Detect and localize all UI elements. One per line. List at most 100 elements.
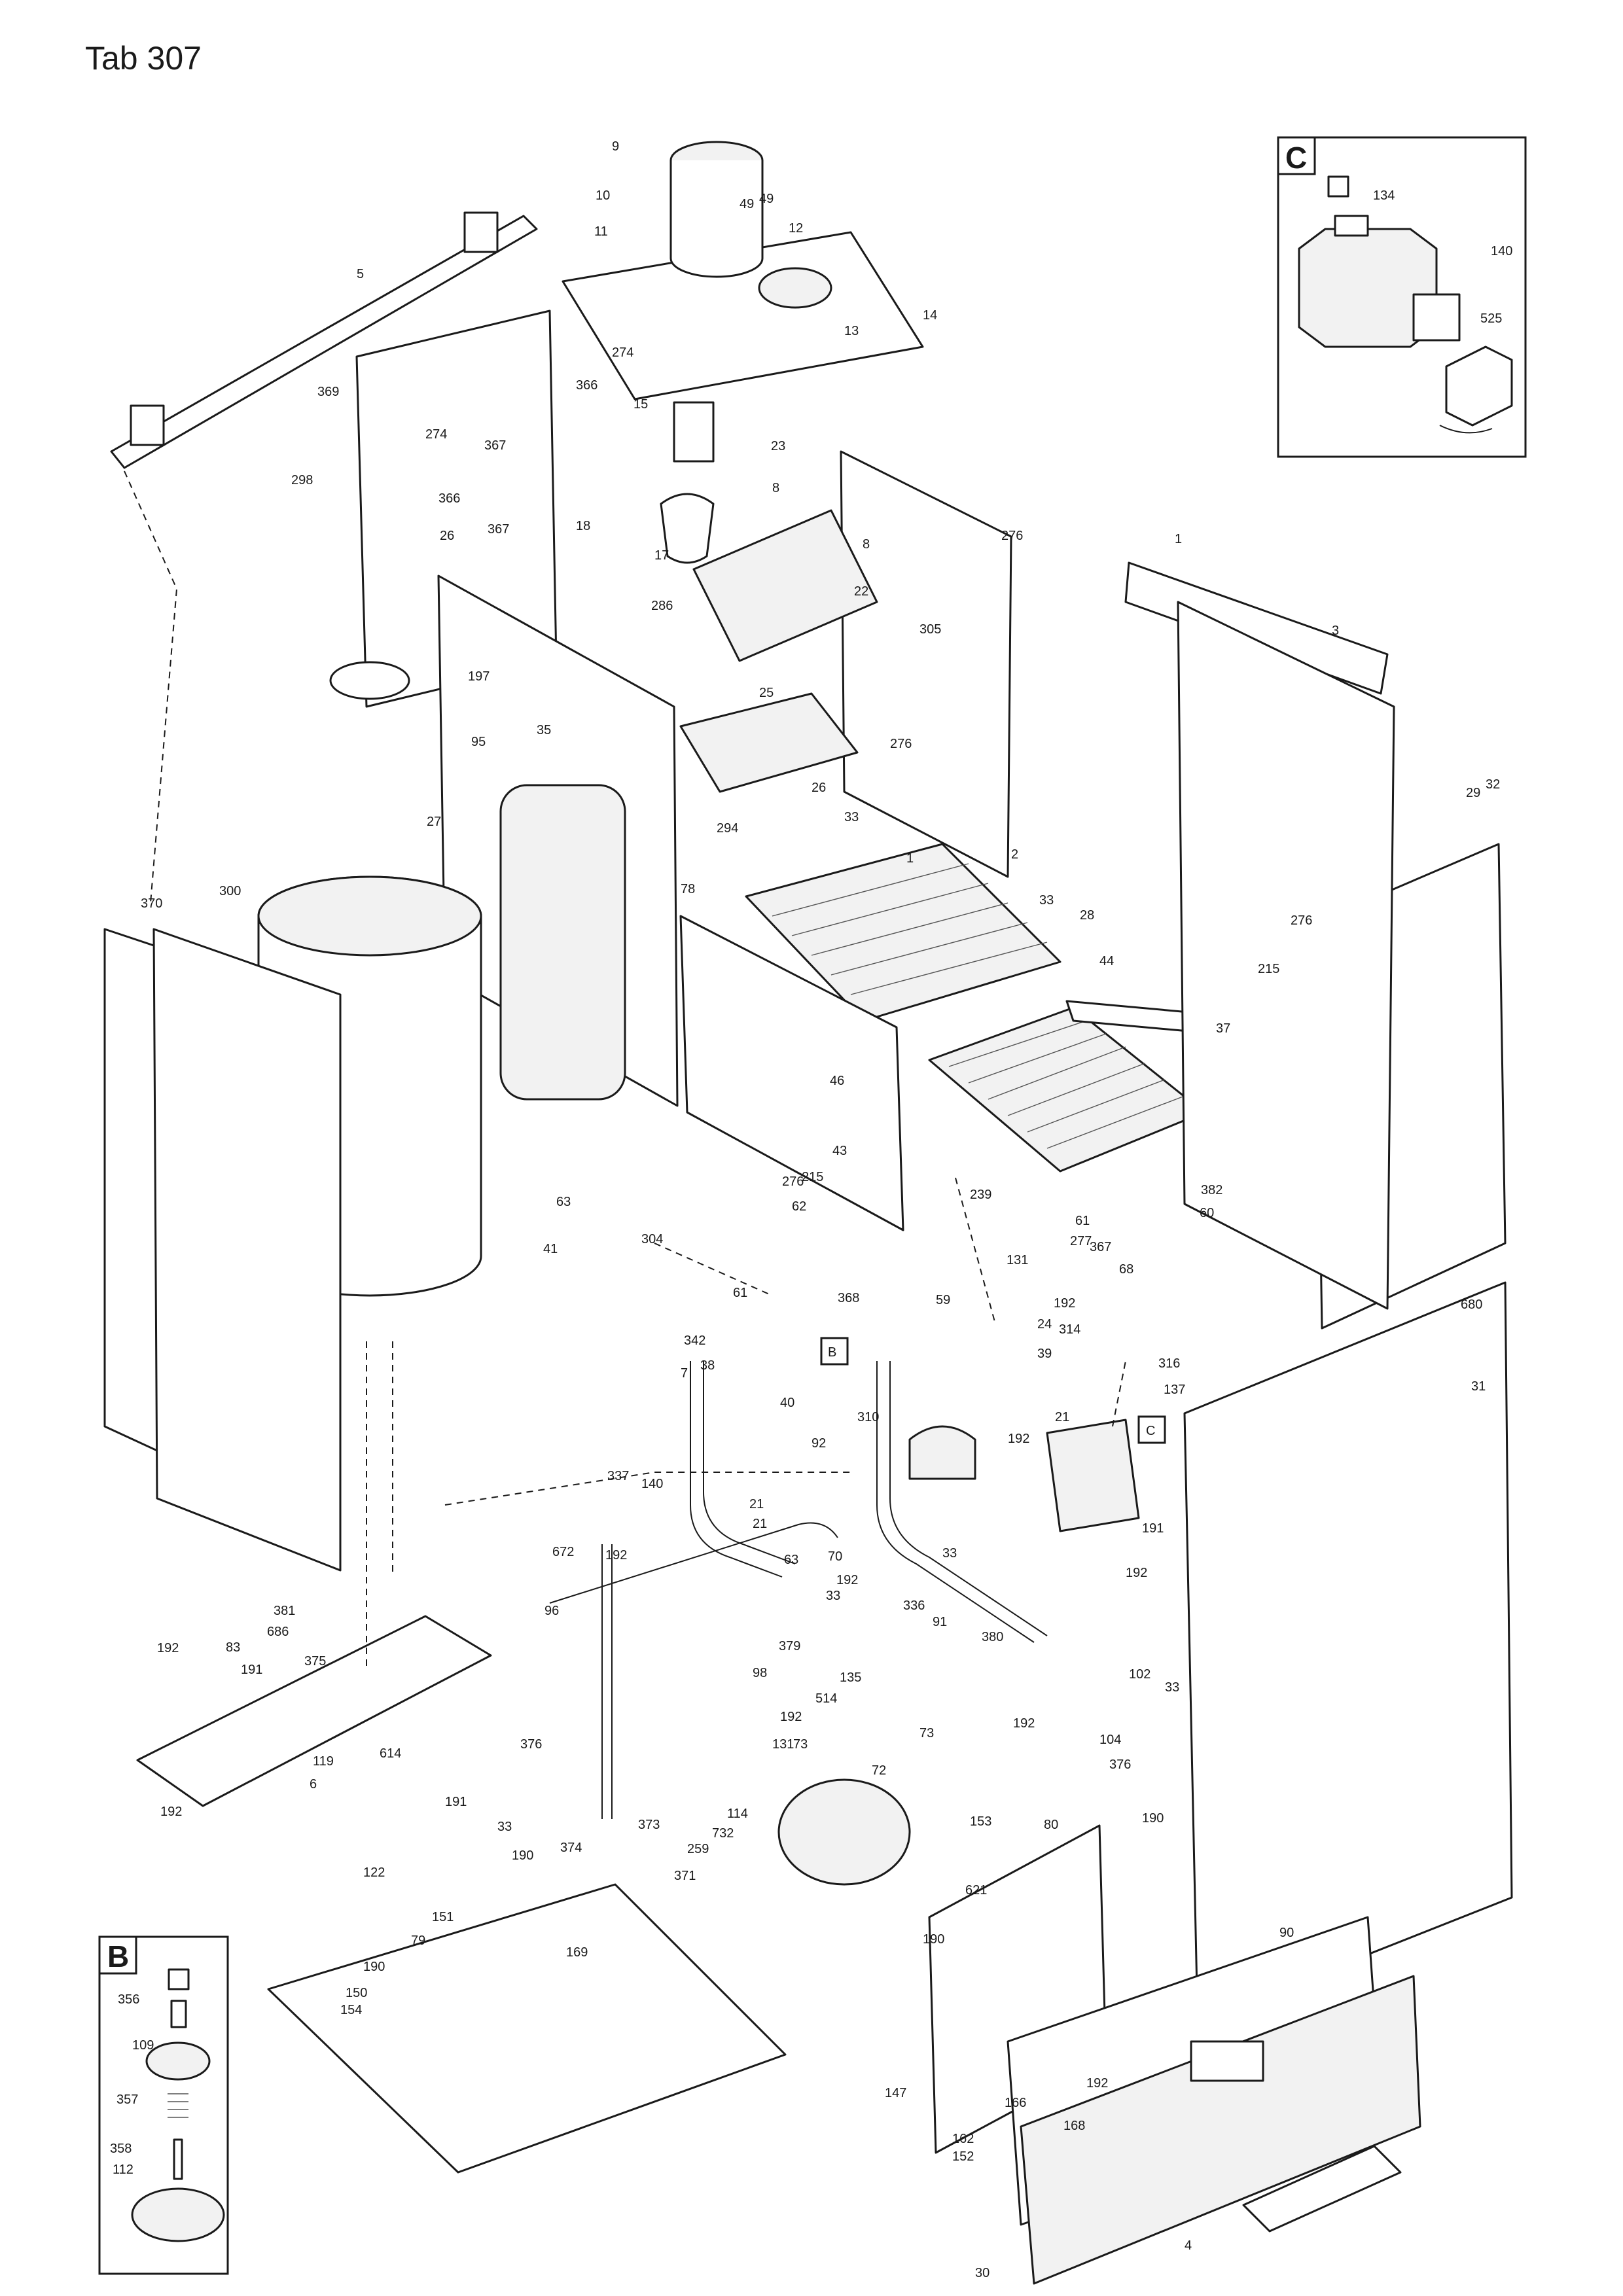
inset-c-letter-box bbox=[1277, 136, 1316, 175]
pipe-flow-left bbox=[690, 1361, 783, 1578]
part-label-294: 294 bbox=[717, 821, 738, 836]
pipe-flow-left-outer bbox=[703, 1361, 796, 1564]
pipe-return-right-outer bbox=[889, 1361, 1048, 1636]
flue-sleeve bbox=[673, 401, 715, 463]
part-label-102: 102 bbox=[1129, 1667, 1150, 1682]
part-label-314: 314 bbox=[1059, 1322, 1080, 1337]
part-label-379: 379 bbox=[779, 1639, 800, 1653]
part-label-131: 131 bbox=[1007, 1253, 1028, 1267]
part-label-68: 68 bbox=[1119, 1262, 1133, 1277]
diagram-artwork: B C bbox=[103, 141, 1513, 2285]
chamber-hood bbox=[679, 692, 859, 793]
part-label-3: 3 bbox=[1332, 624, 1339, 638]
callout-c: C bbox=[1146, 1424, 1155, 1438]
part-label-46: 46 bbox=[830, 1074, 844, 1088]
part-label-298: 298 bbox=[291, 473, 313, 487]
part-label-21: 21 bbox=[749, 1497, 764, 1511]
part-label-32: 32 bbox=[1486, 777, 1500, 792]
part-label-614: 614 bbox=[380, 1746, 401, 1761]
part-label-27: 27 bbox=[427, 815, 441, 829]
part-label-18: 18 bbox=[576, 519, 590, 533]
part-label-192: 192 bbox=[160, 1805, 182, 1819]
cylinder-gasket bbox=[329, 661, 410, 700]
part-label-376: 376 bbox=[520, 1737, 542, 1752]
fascia-flap bbox=[1242, 2145, 1402, 2233]
part-label-192: 192 bbox=[1126, 1566, 1147, 1580]
part-label-30: 30 bbox=[975, 2266, 990, 2280]
part-label-375: 375 bbox=[304, 1654, 326, 1669]
part-label-190: 190 bbox=[363, 1960, 385, 1974]
part-label-90: 90 bbox=[1279, 1926, 1294, 1940]
part-label-310: 310 bbox=[857, 1410, 879, 1424]
part-label-131: 131 bbox=[772, 1737, 794, 1752]
part-label-95: 95 bbox=[471, 735, 486, 749]
part-label-73: 73 bbox=[793, 1737, 808, 1752]
part-label-514: 514 bbox=[815, 1691, 837, 1706]
part-label-1: 1 bbox=[906, 851, 914, 866]
guide-centre bbox=[654, 1243, 773, 1296]
part-label-286: 286 bbox=[651, 599, 673, 613]
part-label-300: 300 bbox=[219, 884, 241, 898]
part-label-33: 33 bbox=[497, 1820, 512, 1834]
pipe-return-right bbox=[876, 1361, 1035, 1643]
part-label-259: 259 bbox=[687, 1842, 709, 1856]
part-label-61: 61 bbox=[733, 1286, 747, 1300]
part-label-371: 371 bbox=[674, 1869, 696, 1883]
part-label-79: 79 bbox=[411, 1934, 425, 1948]
inset-b-pressure-regulator: B bbox=[98, 1935, 229, 2275]
part-label-9: 9 bbox=[612, 139, 619, 154]
left-side-panel bbox=[152, 928, 342, 1572]
part-label-621: 621 bbox=[965, 1883, 987, 1898]
part-label-38: 38 bbox=[700, 1358, 715, 1373]
ignition-unit bbox=[908, 1425, 976, 1480]
fan-assembly bbox=[692, 509, 878, 662]
part-label-382: 382 bbox=[1201, 1183, 1222, 1197]
part-label-197: 197 bbox=[468, 669, 490, 684]
part-label-316: 316 bbox=[1158, 1356, 1180, 1371]
part-label-49: 49 bbox=[759, 192, 774, 206]
part-label-98: 98 bbox=[753, 1666, 767, 1680]
pipe-dhw bbox=[549, 1522, 838, 1604]
part-label-33: 33 bbox=[942, 1546, 957, 1561]
part-label-374: 374 bbox=[560, 1841, 582, 1855]
part-label-680: 680 bbox=[1461, 1298, 1482, 1312]
inset-b-label-356: 356 bbox=[118, 1992, 139, 2007]
inset-b-label-109: 109 bbox=[132, 2038, 154, 2053]
inset-c-coil bbox=[1412, 293, 1461, 342]
part-label-13: 13 bbox=[844, 324, 859, 338]
part-label-367: 367 bbox=[488, 522, 509, 537]
part-label-60: 60 bbox=[1200, 1206, 1214, 1220]
part-label-190: 190 bbox=[1142, 1811, 1164, 1826]
part-label-135: 135 bbox=[840, 1670, 861, 1685]
part-label-276: 276 bbox=[1001, 529, 1023, 543]
part-label-192: 192 bbox=[780, 1710, 802, 1724]
part-label-215: 215 bbox=[1258, 962, 1279, 976]
part-label-166: 166 bbox=[1005, 2096, 1026, 2110]
inset-c-cable bbox=[1439, 425, 1493, 434]
part-label-192: 192 bbox=[1086, 2076, 1108, 2091]
part-label-49: 49 bbox=[740, 197, 754, 211]
right-frame-panel bbox=[840, 450, 1012, 878]
part-label-151: 151 bbox=[432, 1910, 454, 1924]
part-label-70: 70 bbox=[828, 1549, 842, 1564]
part-label-336: 336 bbox=[903, 1598, 925, 1613]
part-label-6: 6 bbox=[310, 1777, 317, 1792]
wall-bracket-hook-left bbox=[130, 404, 165, 446]
part-label-73: 73 bbox=[919, 1726, 934, 1740]
burner-ramps bbox=[948, 1020, 1185, 1149]
inset-b-letter: B bbox=[107, 1939, 129, 1973]
base-tray bbox=[267, 1883, 787, 2174]
part-label-119: 119 bbox=[313, 1754, 334, 1769]
guide-gas-valve bbox=[1112, 1360, 1126, 1427]
part-label-277: 277 bbox=[1070, 1234, 1092, 1248]
part-label-63: 63 bbox=[556, 1195, 571, 1209]
expansion-vessel bbox=[499, 784, 626, 1101]
wall-bracket bbox=[110, 215, 538, 469]
part-label-686: 686 bbox=[267, 1625, 289, 1639]
part-label-28: 28 bbox=[1080, 908, 1094, 923]
part-label-2: 2 bbox=[1011, 847, 1018, 862]
hydraulic-bracket bbox=[136, 1615, 492, 1807]
